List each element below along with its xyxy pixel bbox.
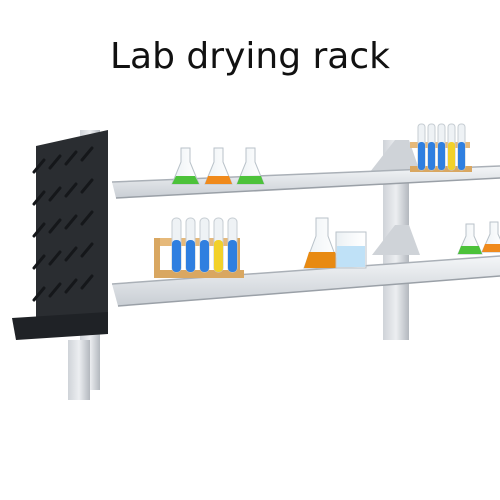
image-title: Lab drying rack bbox=[110, 36, 390, 77]
drying-peg-board bbox=[12, 130, 108, 340]
flask-orange bbox=[204, 147, 233, 185]
flask-orange-large bbox=[303, 217, 341, 269]
flask-green-left bbox=[171, 147, 200, 185]
test-tube-stand-upper-right bbox=[410, 123, 472, 172]
flask-orange-small bbox=[481, 221, 500, 253]
flask-green-small bbox=[457, 223, 483, 255]
flask-green-right bbox=[236, 147, 265, 185]
front-post bbox=[68, 340, 90, 400]
test-tube-stand bbox=[154, 217, 244, 278]
beaker-blue bbox=[335, 231, 367, 269]
lower-shelf bbox=[111, 255, 500, 307]
